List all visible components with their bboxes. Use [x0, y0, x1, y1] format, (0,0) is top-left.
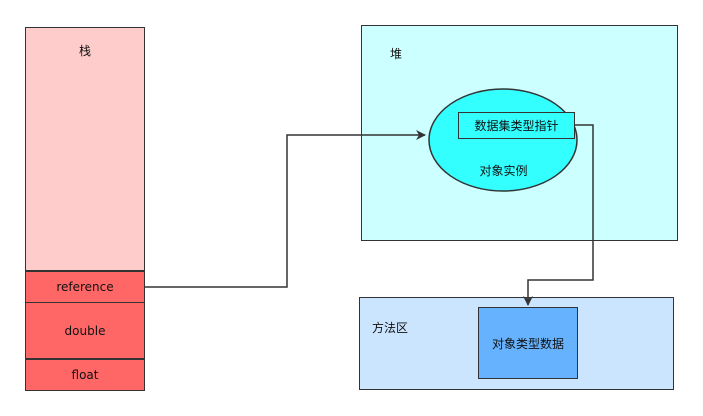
- type-pointer-label: 数据集类型指针: [474, 119, 559, 133]
- reference-arrow: [145, 130, 426, 288]
- type-data-label: 对象类型数据: [491, 336, 564, 351]
- stack-slot-label: double: [64, 323, 106, 338]
- type-pointer-arrow: [523, 124, 594, 306]
- stack-slot-double: double: [25, 302, 145, 359]
- stack-slot-label: reference: [56, 280, 114, 294]
- stack-slot-label: float: [71, 368, 99, 382]
- stack-title: 栈: [78, 44, 91, 58]
- stack-slot-float: float: [25, 359, 145, 391]
- type-data-box: 对象类型数据: [478, 307, 578, 379]
- heap-title: 堆: [390, 47, 403, 61]
- object-instance-label: 对象实例: [479, 164, 528, 178]
- type-pointer-box: 数据集类型指针: [458, 112, 575, 139]
- method-area-title: 方法区: [372, 321, 409, 335]
- stack-region: 栈: [25, 27, 145, 271]
